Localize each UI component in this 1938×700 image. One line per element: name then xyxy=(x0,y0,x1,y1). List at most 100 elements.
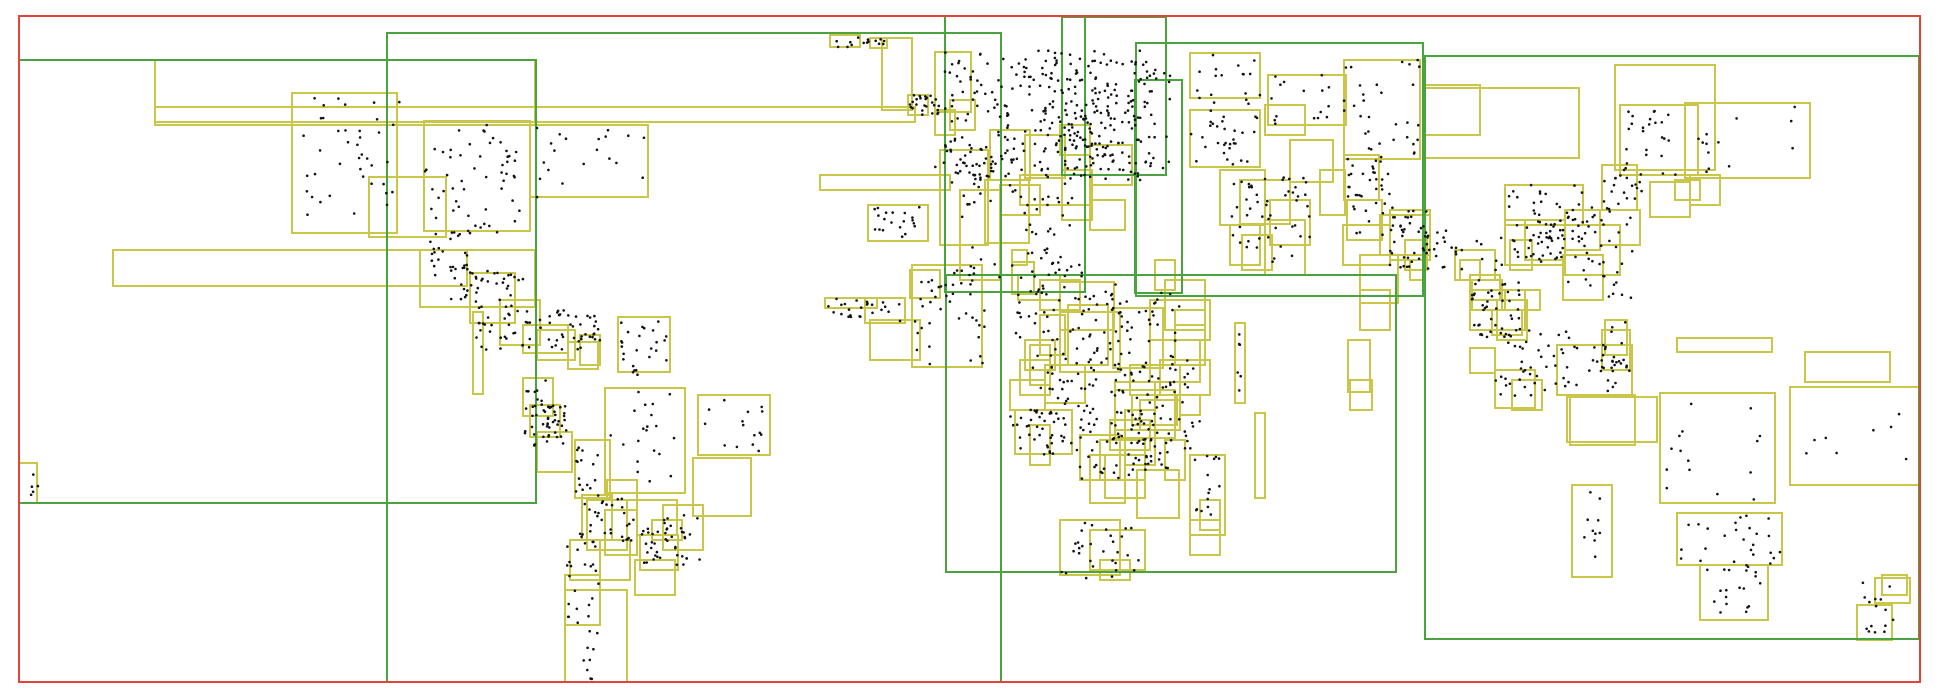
point xyxy=(993,98,997,102)
point xyxy=(934,295,937,299)
point xyxy=(1030,108,1034,112)
point xyxy=(1221,120,1224,123)
point xyxy=(1069,62,1072,66)
point xyxy=(924,97,927,101)
point xyxy=(641,176,644,179)
point xyxy=(1805,452,1808,455)
point xyxy=(1025,228,1028,232)
point xyxy=(1127,101,1130,105)
point xyxy=(1208,488,1211,491)
level2-box xyxy=(499,299,541,346)
point xyxy=(533,390,537,394)
point xyxy=(589,523,592,527)
point xyxy=(620,321,623,325)
point xyxy=(1391,224,1395,227)
point xyxy=(1064,571,1068,575)
point xyxy=(1555,256,1559,259)
point xyxy=(1645,148,1648,152)
level2-box xyxy=(1241,234,1273,271)
point xyxy=(1035,207,1039,211)
point xyxy=(1010,264,1014,267)
point xyxy=(1102,53,1106,56)
point xyxy=(971,316,974,319)
point xyxy=(1107,111,1110,115)
point xyxy=(1487,291,1490,294)
point xyxy=(583,542,587,545)
point xyxy=(1095,148,1099,151)
point xyxy=(985,174,989,178)
point xyxy=(1160,463,1163,466)
level2-box xyxy=(1699,564,1769,621)
point xyxy=(1583,231,1587,235)
point xyxy=(1562,237,1566,241)
point xyxy=(516,309,519,313)
point xyxy=(609,531,613,535)
point xyxy=(929,300,932,304)
point xyxy=(1155,395,1159,399)
point xyxy=(1238,389,1241,392)
point xyxy=(377,131,381,134)
point xyxy=(1115,410,1119,414)
point xyxy=(1529,254,1533,258)
point xyxy=(1321,89,1324,92)
point xyxy=(1198,70,1201,73)
point xyxy=(1070,123,1073,126)
level2-box xyxy=(18,462,38,504)
point xyxy=(997,79,1000,82)
point xyxy=(1214,74,1217,78)
point xyxy=(1727,568,1731,572)
point xyxy=(462,188,466,191)
point xyxy=(1091,59,1094,63)
point xyxy=(620,497,624,501)
point xyxy=(596,514,599,518)
point xyxy=(1053,51,1057,55)
point xyxy=(1436,231,1439,234)
point xyxy=(1107,167,1110,171)
point xyxy=(463,295,467,299)
level2-box xyxy=(824,297,878,309)
point xyxy=(1189,447,1192,450)
point xyxy=(971,164,974,167)
point xyxy=(1047,195,1050,198)
point xyxy=(1119,411,1123,415)
point xyxy=(1606,389,1610,393)
point xyxy=(359,167,362,171)
point xyxy=(1134,63,1137,66)
point xyxy=(1754,570,1757,574)
point xyxy=(1138,116,1142,120)
point xyxy=(1195,159,1198,163)
point xyxy=(972,272,976,275)
level2-box xyxy=(1564,224,1621,276)
point xyxy=(1020,168,1023,172)
point xyxy=(1529,183,1533,187)
point xyxy=(1645,153,1648,157)
point xyxy=(564,137,568,140)
point xyxy=(1092,161,1095,165)
point xyxy=(642,136,646,140)
point xyxy=(1102,467,1106,471)
level2-box xyxy=(1689,174,1721,206)
point xyxy=(1131,468,1135,471)
point xyxy=(1091,384,1095,387)
point xyxy=(1424,231,1428,234)
level2-box xyxy=(1011,261,1035,295)
point xyxy=(1066,201,1070,205)
point xyxy=(1627,127,1631,131)
point xyxy=(903,211,907,215)
point xyxy=(930,101,934,104)
point xyxy=(1584,278,1588,281)
point xyxy=(1010,158,1013,161)
point xyxy=(1017,293,1020,297)
point xyxy=(554,413,557,417)
point xyxy=(1082,309,1085,313)
point xyxy=(1707,151,1710,154)
point xyxy=(1181,400,1184,404)
point xyxy=(1624,166,1627,170)
point xyxy=(1537,235,1541,239)
point xyxy=(1066,167,1069,170)
point xyxy=(1124,527,1127,530)
point xyxy=(1624,321,1627,324)
point xyxy=(1033,409,1037,413)
point xyxy=(1139,77,1142,81)
point xyxy=(1596,519,1600,522)
